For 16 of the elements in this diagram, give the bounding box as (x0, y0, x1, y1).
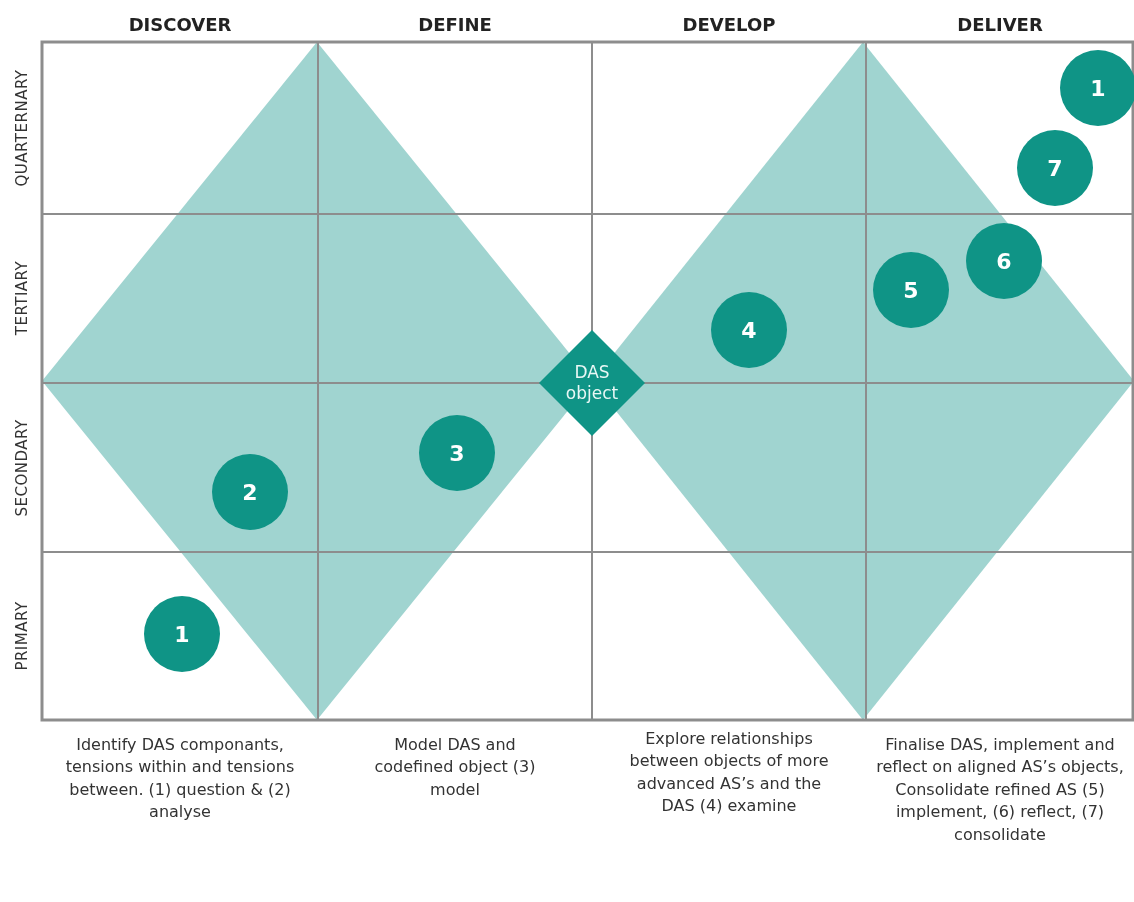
phase-description: Explore relationships between objects of more advanced AS’s and the DAS (4) examine (628, 728, 830, 818)
phase-description: Identify DAS componants, tensions within and tensions between. (1) question & (2) analyse (64, 734, 296, 824)
step-number-circle: 7 (1017, 130, 1093, 206)
step-number-circle: 1 (144, 596, 220, 672)
column-header: DELIVER (957, 14, 1043, 35)
column-header: DISCOVER (128, 14, 232, 35)
column-header: DEVELOP (682, 14, 776, 35)
row-label: QUARTERNARY (13, 69, 31, 187)
step-number-circle: 1 (1060, 50, 1134, 126)
column-header: DEFINE (418, 14, 492, 35)
diamond-label: DAS object (564, 361, 620, 405)
phase-description: Model DAS and codefined object (3) model (373, 734, 537, 801)
row-label: SECONDARY (13, 419, 31, 517)
row-label: PRIMARY (13, 601, 31, 671)
row-label: TERTIARY (13, 260, 31, 336)
phase-description: Finalise DAS, implement and reflect on aligned AS’s objects, Consolidate refined AS (5) implement, (6) reflect, (7) consolidate (875, 734, 1125, 846)
